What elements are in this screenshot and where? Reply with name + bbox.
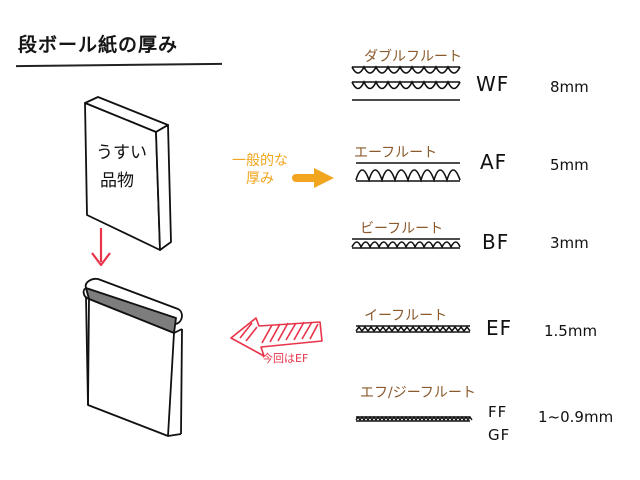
page-title: 段ボール紙の厚み <box>18 34 179 56</box>
fg-flute-drawing <box>355 415 473 422</box>
flute-name-b: ビーフルート <box>360 221 444 237</box>
flute-thickness-fg: 1~0.9mm <box>538 408 614 426</box>
flute-name-double: ダブルフルート <box>364 49 462 65</box>
book-label-line2: 品物 <box>100 171 134 191</box>
flute-code-double: WF <box>476 72 510 96</box>
book-label-line1: うすい <box>96 143 147 163</box>
this-time-arrow <box>230 317 323 357</box>
e-flute-drawing <box>355 325 471 333</box>
flute-code-b: BF <box>482 230 510 254</box>
flute-name-e: イーフルート <box>364 308 448 324</box>
flute-thickness-a: 5mm <box>550 156 589 174</box>
flute-code-g: GF <box>488 426 511 444</box>
general-thickness-arrow <box>292 168 334 188</box>
flute-code-e: EF <box>486 316 513 340</box>
down-arrow <box>91 228 111 267</box>
flute-thickness-double: 8mm <box>550 78 589 96</box>
flute-code-f: FF <box>488 403 508 421</box>
flute-name-a: エーフルート <box>354 145 438 161</box>
general-thickness-note: 一般的な 厚み <box>232 153 288 187</box>
a-flute-drawing <box>355 162 461 183</box>
flute-name-fg: エフ/ジーフルート <box>360 385 476 401</box>
packaged-item-illustration <box>82 277 183 437</box>
flute-code-a: AF <box>480 150 508 174</box>
thin-book-illustration <box>84 96 172 251</box>
double-flute-drawing <box>351 65 461 101</box>
flute-thickness-b: 3mm <box>550 234 589 252</box>
this-time-note: 今回はEF <box>262 352 309 365</box>
b-flute-drawing <box>351 238 461 249</box>
flute-thickness-e: 1.5mm <box>544 322 598 340</box>
